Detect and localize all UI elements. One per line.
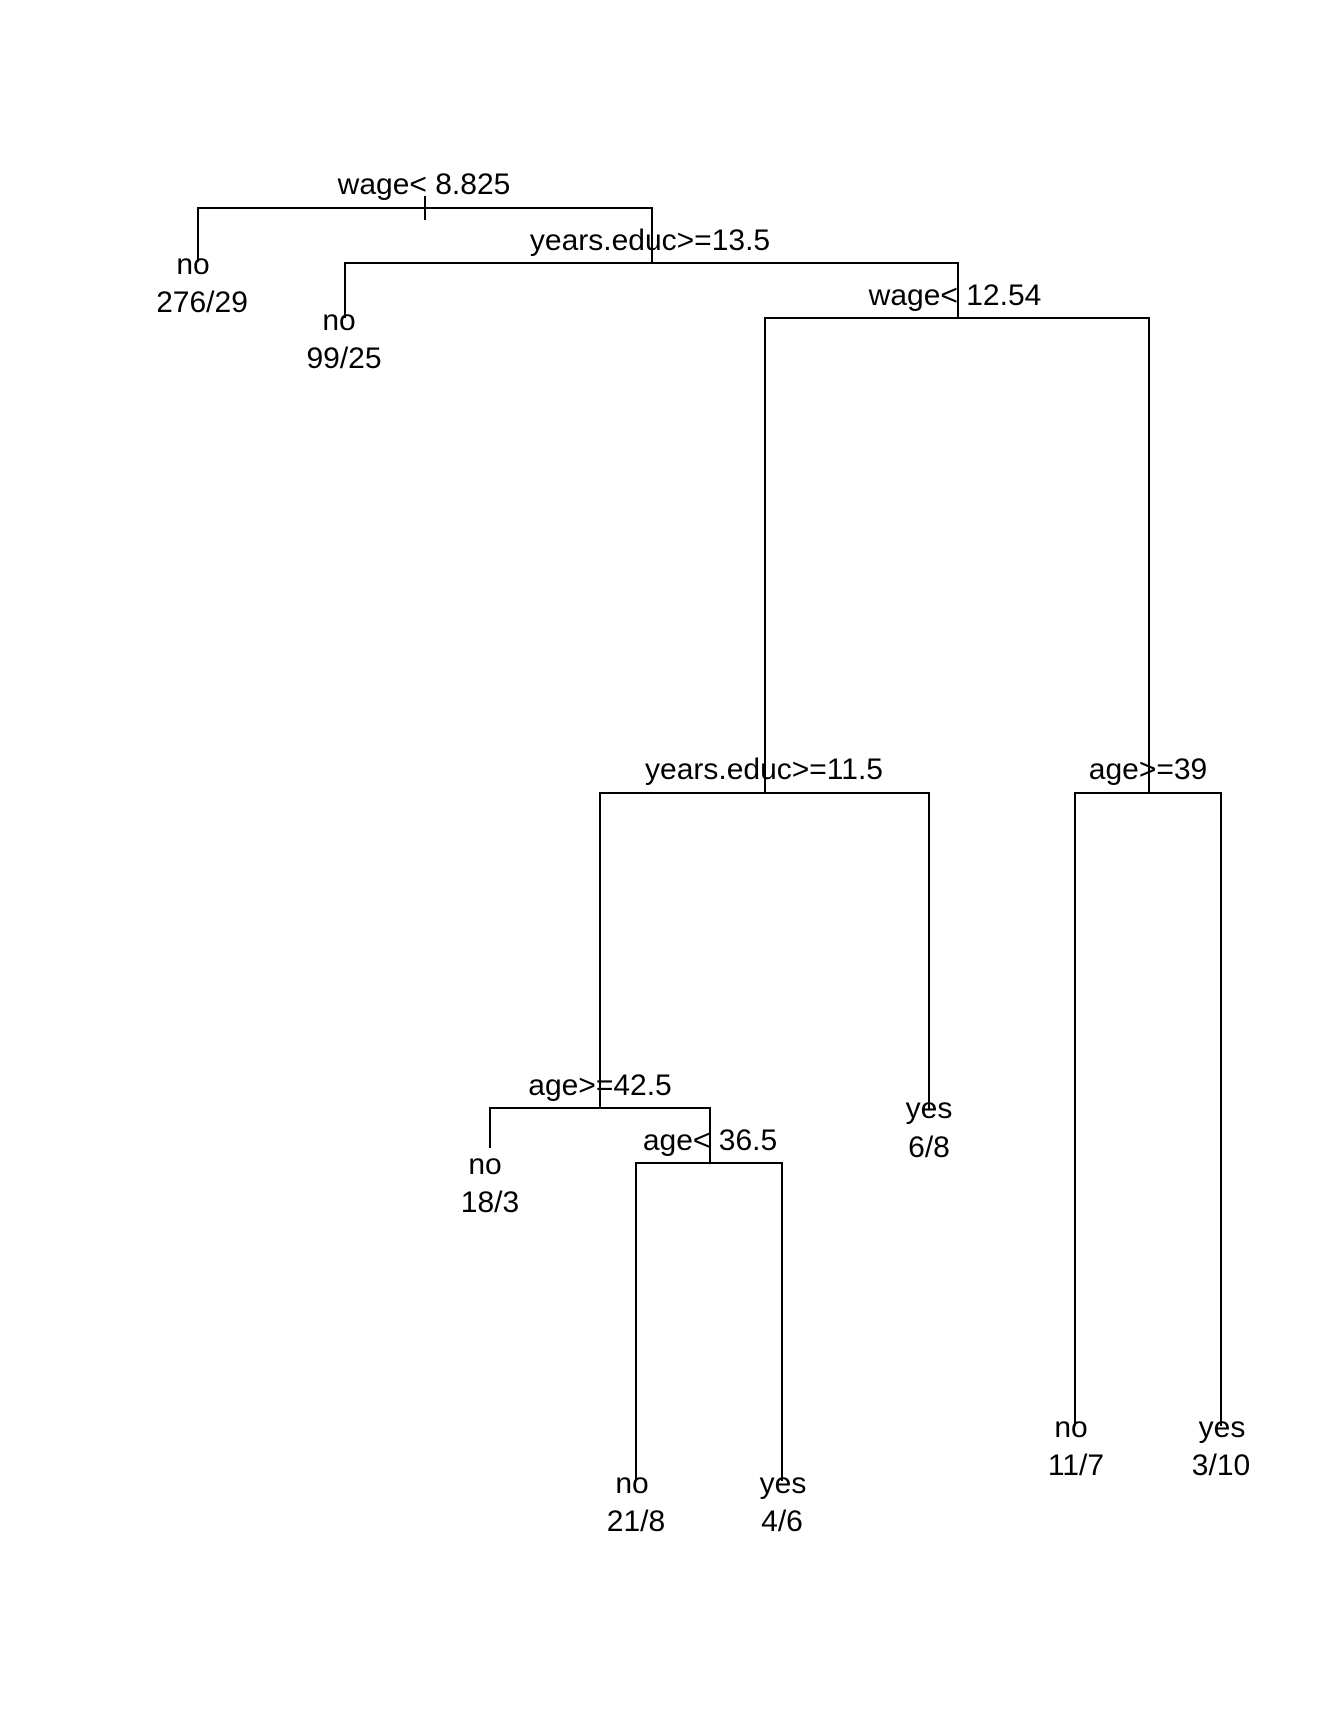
edge-split-2 — [344, 262, 959, 318]
leaf-5-counts: 21/8 — [606, 1505, 666, 1538]
leaf-7-counts: 11/7 — [1047, 1449, 1105, 1482]
split-label-years-educ-115: years.educ>=11.5 — [645, 753, 883, 786]
leaf-7-class: no — [1054, 1411, 1088, 1444]
leaf-8-class: yes — [1198, 1411, 1246, 1444]
leaf-1-class: no — [176, 248, 210, 281]
leaf-1-counts-clip: 276/29 — [158, 280, 278, 320]
leaf-8-counts: 3/10 — [1191, 1449, 1251, 1482]
split-label-years-educ-135: years.educ>=13.5 — [529, 224, 771, 257]
leaf-4-counts: 6/8 — [908, 1131, 950, 1164]
leaf-5-class: no — [615, 1467, 649, 1500]
edge-split-5 — [1074, 792, 1222, 1426]
split-label-wage-1254: wage< 12.54 — [868, 279, 1042, 312]
leaf-3-counts: 18/3 — [460, 1186, 520, 1219]
leaf-1-counts: 276/29 — [158, 286, 248, 319]
split-label-age-425: age>=42.5 — [528, 1069, 672, 1102]
leaf-3-class: no — [468, 1148, 502, 1181]
leaf-6-class: yes — [759, 1467, 807, 1500]
leaf-4-class: yes — [905, 1092, 953, 1125]
leaf-2-class: no — [322, 304, 356, 337]
edge-split-3 — [764, 317, 1150, 793]
edge-split-6 — [489, 1107, 711, 1163]
leaf-6-counts: 4/6 — [761, 1505, 803, 1538]
leaf-2-counts: 99/25 — [306, 342, 382, 375]
split-label-age-39: age>=39 — [1088, 753, 1208, 786]
split-label-wage-8825: wage< 8.825 — [337, 168, 511, 201]
edge-split-4 — [599, 792, 930, 1110]
split-label-age-365: age< 36.5 — [642, 1124, 778, 1157]
edge-split-7 — [635, 1162, 783, 1481]
